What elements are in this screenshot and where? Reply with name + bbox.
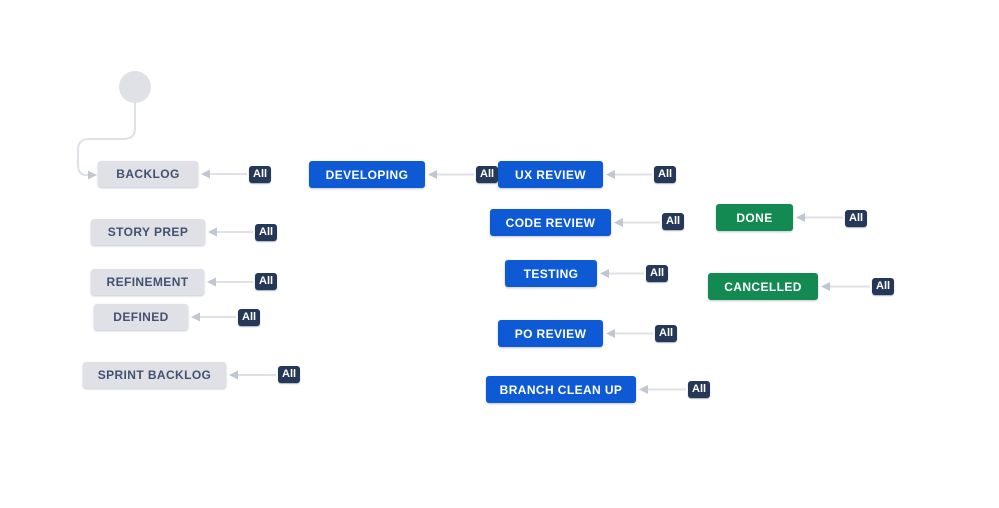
transition-arrowhead-developing [428, 170, 437, 179]
transition-arrowhead-po-review [606, 329, 615, 338]
status-label: CODE REVIEW [505, 215, 596, 230]
status-defined[interactable]: DEFINED [94, 304, 188, 330]
status-branch-clean-up[interactable]: BRANCH CLEAN UP [486, 376, 636, 403]
transition-all-badge-cancelled[interactable]: All [872, 278, 895, 295]
transition-all-badge-story-prep[interactable]: All [255, 224, 278, 241]
transition-all-badge-sprint-backlog[interactable]: All [278, 366, 301, 383]
transition-all-badge-defined[interactable]: All [238, 309, 261, 326]
transition-arrowhead-refinement [207, 277, 216, 287]
transition-all-badge-developing[interactable]: All [476, 166, 499, 183]
transition-all-badge-done[interactable]: All [845, 210, 868, 227]
status-backlog[interactable]: BACKLOG [98, 161, 198, 187]
status-label: BACKLOG [116, 167, 180, 181]
status-developing[interactable]: DEVELOPING [309, 161, 425, 188]
transition-arrowhead-branch-clean-up [639, 385, 648, 394]
transition-arrowhead-backlog [201, 169, 210, 179]
initial-transition-arrowhead [88, 170, 97, 180]
status-label: UX REVIEW [515, 167, 586, 182]
status-label: REFINEMENT [106, 275, 189, 289]
status-label: DEFINED [113, 310, 169, 324]
status-code-review[interactable]: CODE REVIEW [490, 209, 611, 236]
status-sprint-backlog[interactable]: SPRINT BACKLOG [83, 362, 226, 388]
transition-all-badge-po-review[interactable]: All [655, 325, 678, 342]
initial-state-circle[interactable] [119, 71, 151, 103]
status-label: PO REVIEW [514, 326, 587, 341]
transition-arrowhead-cancelled [821, 282, 830, 291]
transition-all-badge-code-review[interactable]: All [662, 213, 685, 230]
transition-arrowhead-defined [191, 312, 200, 322]
status-done[interactable]: DONE [716, 204, 793, 231]
status-label: DEVELOPING [325, 167, 409, 182]
status-refinement[interactable]: REFINEMENT [91, 269, 204, 295]
transition-all-badge-refinement[interactable]: All [255, 273, 278, 290]
status-label: DONE [736, 210, 773, 225]
status-label: BRANCH CLEAN UP [499, 382, 623, 397]
status-po-review[interactable]: PO REVIEW [498, 320, 603, 347]
status-ux-review[interactable]: UX REVIEW [498, 161, 603, 188]
transition-arrowhead-ux-review [606, 170, 615, 179]
status-cancelled[interactable]: CANCELLED [708, 273, 818, 300]
transition-all-badge-backlog[interactable]: All [249, 166, 272, 183]
transition-arrowhead-testing [600, 269, 609, 278]
transition-arrowhead-sprint-backlog [229, 370, 238, 380]
transition-all-badge-branch-clean-up[interactable]: All [688, 381, 711, 398]
transition-arrowhead-code-review [614, 218, 623, 227]
status-testing[interactable]: TESTING [505, 260, 597, 287]
transition-all-badge-testing[interactable]: All [646, 265, 669, 282]
transition-arrowhead-story-prep [208, 227, 217, 237]
status-label: CANCELLED [724, 279, 802, 294]
transition-all-badge-ux-review[interactable]: All [654, 166, 677, 183]
status-label: STORY PREP [107, 225, 189, 239]
status-label: SPRINT BACKLOG [97, 368, 212, 382]
transition-arrowhead-done [796, 213, 805, 222]
status-story-prep[interactable]: STORY PREP [91, 219, 205, 245]
status-label: TESTING [523, 266, 579, 281]
